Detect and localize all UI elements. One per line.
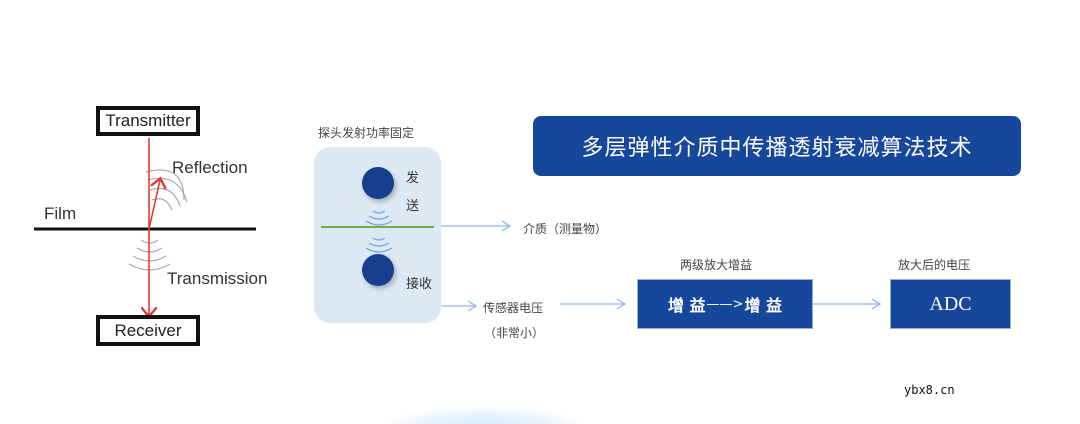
two-stage-gain-label: 两级放大增益 — [680, 258, 753, 272]
decorative-glow — [390, 408, 580, 424]
title-text: 多层弹性介质中传播透射衰减算法技术 — [581, 136, 973, 161]
adc-box: ADC — [890, 279, 1011, 329]
transmitter-label: Transmitter — [105, 111, 191, 130]
amplified-voltage-label: 放大后的电压 — [898, 258, 971, 272]
gain-arrow: ——> — [706, 296, 744, 312]
probe-caption: 探头发射功率固定 — [318, 126, 415, 140]
reflection-arrow — [148, 180, 160, 230]
adc-label: ADC — [929, 292, 972, 315]
probe-wave-icon — [365, 210, 393, 253]
sensor-voltage-note: （非常小） — [484, 326, 545, 340]
send-label-2: 送 — [406, 199, 420, 214]
receiver-dot-icon — [362, 254, 394, 286]
receive-label: 接收 — [406, 277, 433, 292]
gain-box: 增 益 ——> 增 益 — [637, 279, 813, 329]
gain-stage-2: 增 益 — [744, 296, 783, 315]
transmitter-box: Transmitter — [96, 106, 200, 136]
medium-label: 介质（测量物） — [523, 222, 608, 236]
transmitter-dot-icon — [362, 167, 394, 199]
title-banner: 多层弹性介质中传播透射衰减算法技术 — [533, 116, 1021, 176]
medium-line — [321, 226, 434, 228]
send-label-1: 发 — [406, 171, 420, 186]
reflection-label: Reflection — [172, 158, 248, 177]
receiver-label: Receiver — [114, 321, 182, 340]
transmission-label: Transmission — [167, 269, 268, 288]
sensor-voltage-label: 传感器电压 — [483, 301, 544, 315]
gain-stage-1: 增 益 — [667, 296, 706, 315]
film-label: Film — [44, 204, 77, 223]
receiver-box: Receiver — [96, 315, 200, 346]
probe-panel: 发 送 接收 — [314, 147, 441, 323]
watermark: ybx8.cn — [904, 383, 955, 397]
